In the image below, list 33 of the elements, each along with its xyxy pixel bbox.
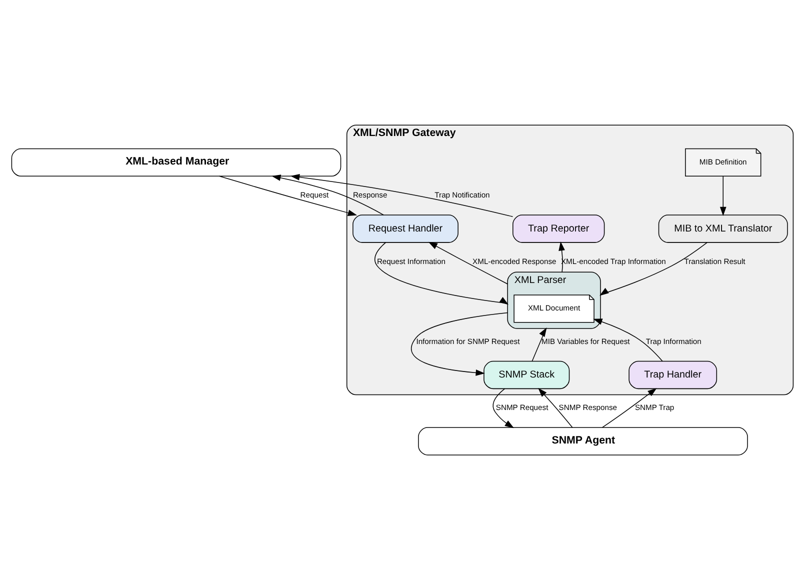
arrow <box>720 175 726 216</box>
node-box: Trap Handler <box>628 360 718 389</box>
edge-label: Information for SNMP Request <box>416 336 520 346</box>
edge-label: SNMP Trap <box>634 402 674 412</box>
arrow <box>602 388 657 428</box>
arrow <box>492 388 514 428</box>
node-box: MIB to XML Translator <box>658 214 788 242</box>
arrow <box>428 241 508 284</box>
arrow <box>410 312 508 376</box>
edge-label: Trap Information <box>646 336 702 346</box>
edge-label: SNMP Request <box>496 402 548 412</box>
node-box: Trap Reporter <box>512 214 605 242</box>
arrow <box>593 318 663 362</box>
arrow <box>558 241 565 272</box>
edge-label: Request <box>300 190 329 199</box>
arrow <box>538 387 573 428</box>
node-box: Request Handler <box>352 214 458 242</box>
node-box: XML-based Manager <box>11 148 342 176</box>
edge-label: XML-encoded Response <box>472 256 556 266</box>
edge-label: SNMP Response <box>558 402 618 412</box>
arrow <box>272 174 384 215</box>
arrow <box>600 242 708 296</box>
edge-label: Request Information <box>376 256 446 266</box>
arrow <box>532 327 547 361</box>
edge-label: MIB Variables for Request <box>542 336 630 346</box>
node-box: SNMP Stack <box>484 360 570 389</box>
arrow <box>218 175 358 216</box>
edge-label: Response <box>352 190 388 199</box>
arrow <box>374 242 509 304</box>
node-box: SNMP Agent <box>418 426 748 455</box>
edge-label: Trap Notification <box>434 190 490 199</box>
edge-label: Translation Result <box>684 256 746 266</box>
arrow <box>290 174 514 216</box>
